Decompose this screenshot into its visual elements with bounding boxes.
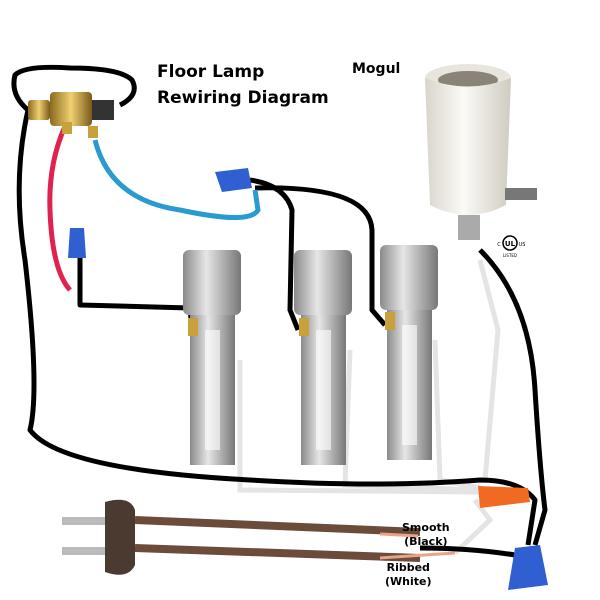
ul-listed-icon: UL C US LISTED — [497, 235, 526, 258]
title-line-2: Rewiring Diagram — [157, 88, 329, 108]
blue-wire — [92, 139, 261, 220]
svg-text:UL: UL — [505, 240, 516, 248]
svg-text:C: C — [497, 242, 501, 248]
candelabra-socket-3 — [380, 245, 438, 460]
mogul-socket — [425, 64, 537, 240]
svg-text:US: US — [519, 242, 526, 248]
smooth-sub: (Black) — [404, 535, 448, 548]
ribbed-label: Ribbed(White) — [385, 561, 432, 589]
candelabra-socket-2 — [294, 250, 352, 465]
neutral-wires — [237, 259, 501, 555]
wire-nut-blue-bottom — [508, 545, 548, 590]
smooth-text: Smooth — [402, 521, 450, 534]
ribbed-text: Ribbed — [386, 561, 430, 574]
rotary-switch — [28, 92, 114, 138]
title-line-1: Floor Lamp — [157, 62, 265, 82]
wire-nut-blue-top — [215, 168, 252, 192]
plug — [62, 499, 456, 575]
candelabra-socket-1 — [183, 250, 241, 465]
hot-wires — [11, 64, 548, 558]
red-wire — [47, 118, 72, 292]
svg-text:LISTED: LISTED — [503, 253, 517, 258]
ribbed-sub: (White) — [385, 575, 432, 588]
mogul-label: Mogul — [352, 61, 401, 77]
wire-nut-orange — [478, 486, 530, 508]
smooth-label: Smooth(Black) — [402, 521, 450, 549]
wire-nut-blue-left — [68, 228, 86, 258]
